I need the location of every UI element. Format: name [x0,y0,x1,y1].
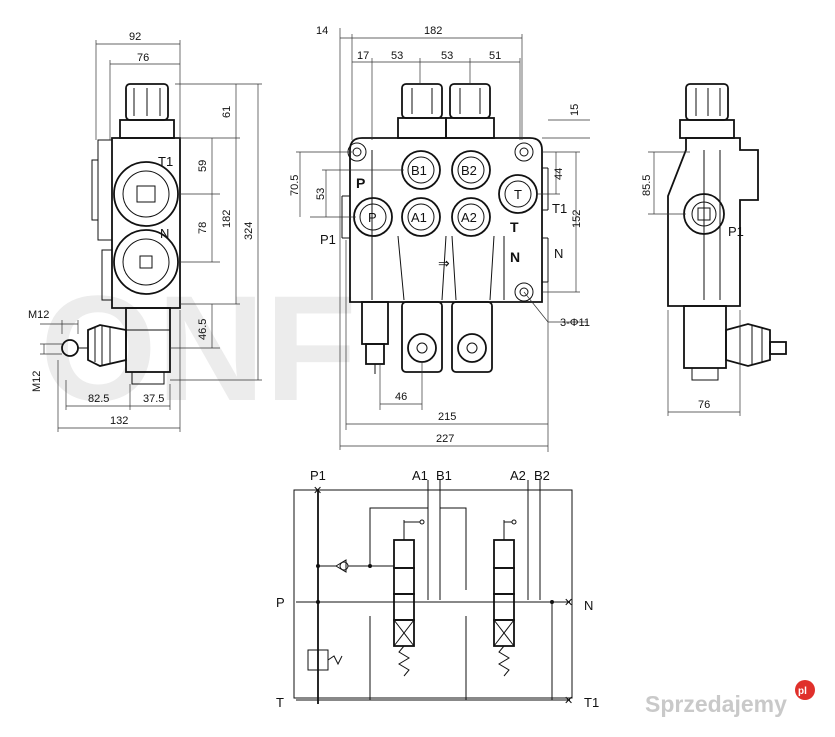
dim-76: 76 [137,52,149,64]
port-a1 [401,197,441,237]
label-n-bold: N [510,249,520,265]
dim-78: 78 [197,222,209,234]
schematic-label-t1: T1 [584,695,599,710]
label-holes: 3-Φ11 [560,317,590,329]
watermark: ONF Sprzedajemy pl [40,264,815,717]
label-thread-m12-top: M12 [28,309,49,321]
side-view-right: P1 85.5 76 [641,83,787,416]
port-t1-cross-icon: ✕ [564,695,573,707]
port-t [498,174,538,214]
dim-53-a: 53 [391,50,403,62]
watermark-logo-badge: pl [798,686,807,697]
label-a1: A1 [411,210,427,225]
label-t1: T1 [552,201,567,216]
side-view-left: T1 N 92 76 61 59 78 182 [28,31,262,432]
dim-59: 59 [197,160,209,172]
label-a2: A2 [461,210,477,225]
watermark-logo-badge-icon [795,680,815,700]
dim-37-5: 37.5 [143,393,164,405]
port-b2 [451,150,491,190]
dim-17: 17 [357,50,369,62]
label-t1: T1 [158,154,173,169]
schematic-label-p1: P1 [310,468,326,483]
hydraulic-schematic: ✕ ✕ ✕ P1 A1 B1 A2 B2 P N T T1 [276,468,599,710]
dim-227: 227 [436,433,454,445]
dim-215: 215 [438,411,456,423]
dim-44: 44 [553,168,565,180]
schematic-label-p: P [276,595,285,610]
port-a2 [451,197,491,237]
dim-82-5: 82.5 [88,393,109,405]
dim-182: 182 [221,210,233,228]
dim-132: 132 [110,415,128,427]
dim-15: 15 [569,104,581,116]
label-thread-m12-side: M12 [31,371,43,392]
dim-182: 182 [424,25,442,37]
label-n: N [160,226,169,241]
dim-51: 51 [489,50,501,62]
flow-arrow-icon: ⇒ [438,255,450,271]
schematic-label-b1: B1 [436,468,452,483]
dim-85-5: 85.5 [641,175,653,196]
port-n-circle [113,229,179,295]
front-view: B1 B2 A1 A2 P T P T N P1 T1 N ⇒ 14 182 [289,25,590,452]
dim-14: 14 [316,25,328,37]
label-p1: P1 [320,232,336,247]
dim-46-5: 46.5 [197,319,209,340]
dim-324: 324 [243,222,255,240]
schematic-label-a1: A1 [412,468,428,483]
label-b2: B2 [461,163,477,178]
schematic-label-n: N [584,598,593,613]
label-p-bold: P [356,175,365,191]
schematic-label-b2: B2 [534,468,550,483]
spool-end-left-icon [407,333,437,363]
port-t1-circle [113,161,179,227]
dim-53-b: 53 [441,50,453,62]
mount-hole-bottom-right [514,282,534,302]
label-p1: P1 [728,224,744,239]
label-n: N [554,246,563,261]
label-b1: B1 [411,163,427,178]
port-n-cross-icon: ✕ [564,597,573,609]
dim-76-right: 76 [698,399,710,411]
dim-61: 61 [221,106,233,118]
port-p1-cross-icon: ✕ [313,485,322,497]
dim-53-v: 53 [315,188,327,200]
mount-hole-top-right [514,142,534,162]
dim-152: 152 [571,210,583,228]
dim-70-5: 70.5 [289,175,301,196]
label-p-circle: P [368,210,377,225]
watermark-logo-text: Sprzedajemy [645,691,787,717]
label-t-circle: T [514,187,522,202]
schematic-label-t: T [276,695,284,710]
schematic-label-a2: A2 [510,468,526,483]
dim-46: 46 [395,391,407,403]
label-t-bold: T [510,219,519,235]
dim-92: 92 [129,31,141,43]
spool-end-right-icon [457,333,487,363]
